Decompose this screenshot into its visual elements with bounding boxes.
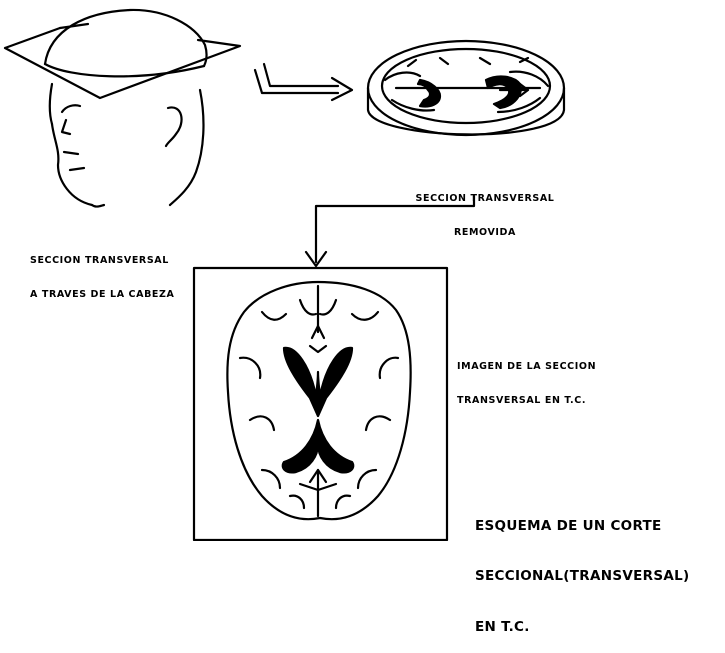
removed-caption-line-2: REMOVIDA <box>390 227 580 238</box>
head-caption-line-1: SECCION TRANSVERSAL <box>30 255 174 266</box>
ct-brain-scan <box>194 268 447 540</box>
ct-caption-line-1: IMAGEN DE LA SECCION <box>457 361 596 372</box>
head-illustration <box>5 10 240 207</box>
arrow-right <box>255 64 352 100</box>
brain-slice-disc <box>368 41 564 135</box>
scheme-caption-line-2: SECCIONAL(TRANSVERSAL) <box>475 568 689 585</box>
ct-caption-line-2: TRANSVERSAL EN T.C. <box>457 395 596 406</box>
ct-caption: IMAGEN DE LA SECCION TRANSVERSAL EN T.C. <box>457 338 596 418</box>
removed-caption-line-1: SECCION TRANSVERSAL <box>390 193 580 204</box>
head-caption-line-2: A TRAVES DE LA CABEZA <box>30 289 174 300</box>
scheme-caption-line-1: ESQUEMA DE UN CORTE <box>475 518 689 535</box>
scheme-caption-line-3: EN T.C. <box>475 619 689 636</box>
removed-caption: SECCION TRANSVERSAL REMOVIDA <box>390 170 580 250</box>
head-caption: SECCION TRANSVERSAL A TRAVES DE LA CABEZ… <box>30 232 174 312</box>
scheme-caption: ESQUEMA DE UN CORTE SECCIONAL(TRANSVERSA… <box>475 484 689 653</box>
